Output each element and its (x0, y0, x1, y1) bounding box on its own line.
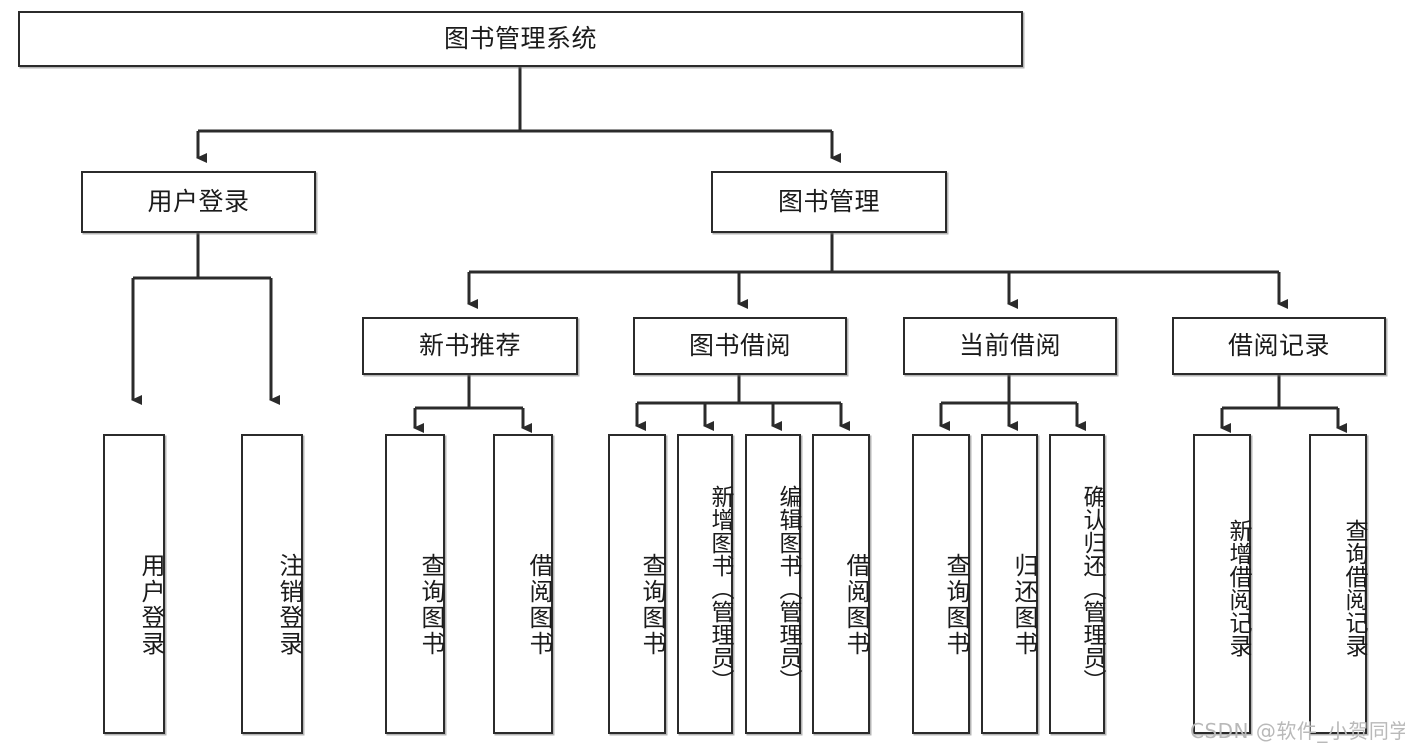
node-label: 用户登录 (147, 187, 250, 217)
node-label: 确认归还（管理员） (1079, 484, 1105, 692)
node-label: 图书管理系统 (443, 24, 597, 54)
node-label: 借阅记录 (1227, 331, 1330, 361)
leaf-book-borrow-add[interactable]: 新增图书（管理员） (677, 434, 733, 734)
csdn-watermark: CSDN @软件_小贺同学 (1190, 719, 1405, 743)
node-label: 注销登录 (275, 553, 303, 657)
leaf-borrow-record-add[interactable]: 新增借阅记录 (1193, 434, 1251, 734)
leaf-user-login-logout[interactable]: 注销登录 (241, 434, 303, 734)
node-label: 归还图书 (1010, 553, 1038, 657)
node-label: 查询图书 (638, 553, 666, 657)
node-book-borrow[interactable]: 图书借阅 (633, 317, 847, 375)
leaf-book-borrow-query[interactable]: 查询图书 (608, 434, 666, 734)
node-current-borrow[interactable]: 当前借阅 (903, 317, 1117, 375)
leaf-current-borrow-return[interactable]: 归还图书 (981, 434, 1038, 734)
node-label: 新增借阅记录 (1225, 519, 1251, 657)
node-label: 用户登录 (137, 553, 165, 657)
node-new-book-recommend[interactable]: 新书推荐 (362, 317, 578, 375)
node-label: 编辑图书（管理员） (775, 484, 801, 692)
leaf-new-book-query[interactable]: 查询图书 (385, 434, 445, 734)
node-label: 借阅图书 (525, 553, 553, 657)
leaf-new-book-borrow[interactable]: 借阅图书 (493, 434, 553, 734)
node-label: 新书推荐 (418, 331, 521, 361)
leaf-borrow-record-query[interactable]: 查询借阅记录 (1309, 434, 1367, 734)
node-label: 查询图书 (942, 553, 970, 657)
node-book-management[interactable]: 图书管理 (711, 171, 947, 233)
node-label: 查询借阅记录 (1341, 519, 1367, 657)
node-label: 查询图书 (417, 553, 445, 657)
leaf-book-borrow-borrow[interactable]: 借阅图书 (812, 434, 870, 734)
node-root-book-management-system[interactable]: 图书管理系统 (18, 11, 1023, 67)
node-borrow-record[interactable]: 借阅记录 (1172, 317, 1386, 375)
leaf-book-borrow-edit[interactable]: 编辑图书（管理员） (745, 434, 801, 734)
node-label: 图书管理 (777, 187, 880, 217)
leaf-user-login-login[interactable]: 用户登录 (103, 434, 165, 734)
node-user-login[interactable]: 用户登录 (81, 171, 316, 233)
leaf-current-borrow-query[interactable]: 查询图书 (912, 434, 970, 734)
node-label: 图书借阅 (688, 331, 791, 361)
node-label: 新增图书（管理员） (707, 484, 733, 692)
leaf-current-borrow-confirm-return[interactable]: 确认归还（管理员） (1049, 434, 1105, 734)
node-label: 当前借阅 (958, 331, 1061, 361)
node-label: 借阅图书 (842, 553, 870, 657)
